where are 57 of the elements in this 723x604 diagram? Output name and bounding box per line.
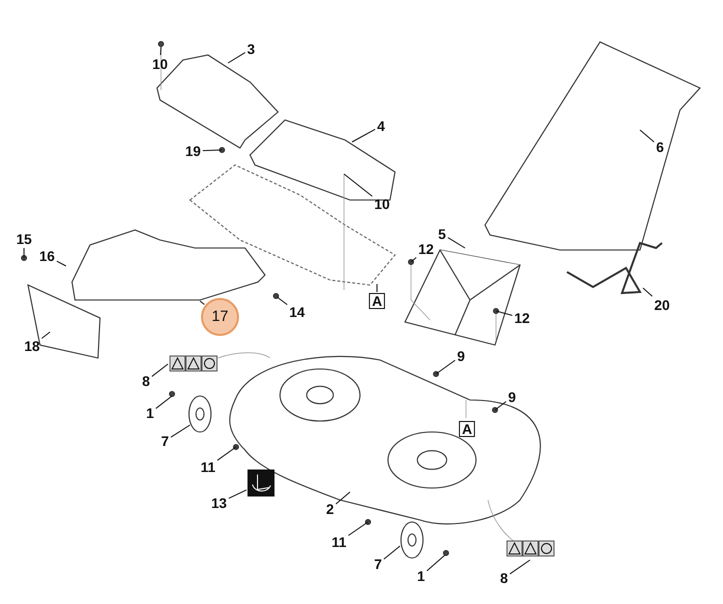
callout-number: 20 — [653, 297, 671, 313]
leader-line — [228, 52, 246, 64]
callout-number: 7 — [373, 556, 383, 572]
callout-number: 9 — [456, 348, 466, 364]
callout-number: 16 — [38, 248, 56, 264]
leader-line — [436, 360, 456, 374]
callout-number: 14 — [288, 304, 306, 320]
leader-line — [170, 424, 190, 438]
callout-number: 2 — [325, 501, 335, 517]
reference-marker: A — [458, 421, 476, 437]
callout-number: 6 — [655, 139, 665, 155]
callout-number: 12 — [417, 241, 435, 257]
callout-number: 5 — [437, 226, 447, 242]
leader-line — [151, 364, 168, 377]
callout-number: 4 — [376, 118, 386, 134]
leader-line — [56, 260, 66, 266]
leader-line — [410, 256, 417, 262]
callout-number: 1 — [145, 405, 155, 421]
leader-line — [383, 546, 400, 560]
callout-number: 12 — [513, 310, 531, 326]
callout-number: 3 — [246, 41, 256, 57]
leader-line — [160, 46, 162, 56]
callout-number: 8 — [141, 373, 151, 389]
callout-number: 13 — [210, 495, 228, 511]
leader-line — [426, 554, 446, 572]
callout-number: 7 — [160, 433, 170, 449]
callout-number: 10 — [151, 56, 169, 72]
leader-line — [335, 492, 350, 504]
callout-number: 1 — [416, 568, 426, 584]
leader-line — [216, 446, 236, 461]
leader-line — [640, 130, 655, 142]
leader-line — [344, 174, 373, 197]
callout-number: 10 — [373, 196, 391, 212]
leader-line — [642, 288, 653, 297]
leader-line — [348, 522, 368, 536]
leader-line — [509, 560, 530, 574]
decal-icon — [248, 470, 274, 496]
callout-number: 11 — [200, 459, 216, 475]
callout-number: 15 — [15, 231, 33, 247]
leader-line — [155, 396, 172, 409]
callout-number: 11 — [330, 534, 348, 550]
leader-line — [276, 296, 288, 306]
leader-line — [376, 284, 378, 292]
callout-number: 8 — [499, 570, 509, 586]
callout-number: 9 — [507, 389, 517, 405]
callout-number: 18 — [23, 338, 41, 354]
leader-line — [352, 128, 376, 142]
leader-line — [494, 401, 507, 410]
leader-line — [200, 300, 205, 305]
leader-line — [202, 150, 222, 152]
callout-number: 17 — [201, 298, 239, 336]
leader-line — [447, 237, 466, 248]
leader-line — [228, 489, 247, 499]
leader-line — [496, 310, 513, 316]
reference-marker: A — [368, 293, 386, 309]
leader-line — [41, 332, 50, 339]
callout-number: 19 — [184, 143, 202, 159]
